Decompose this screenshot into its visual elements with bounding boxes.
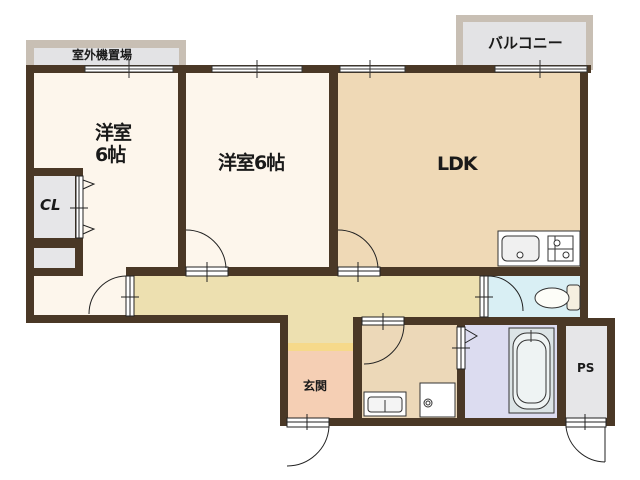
entrance-label: 玄関 [303,379,328,393]
outdoor-unit-space-label: 室外機置場 [72,48,133,62]
kitchen-counter [497,230,581,267]
windows [84,60,588,78]
ps-floor [566,325,608,418]
bedroom1-label-line1: 洋室 [95,122,132,144]
hallway-stem-floor [287,310,353,344]
doors [70,175,607,467]
washroom-fixtures [363,382,456,418]
closet-lower-floor [33,248,75,268]
balcony-label: バルコニー [488,34,563,52]
ps-label: PS [577,361,595,375]
bathtub-icon [508,327,555,414]
balcony [456,15,593,70]
toilet-icon [534,284,581,311]
kitchen-sink-icon [501,235,540,262]
entrance-floor [287,351,353,418]
entrance-step [287,343,353,351]
bedroom1-label-line2: 6帖 [95,144,126,166]
ldk-label: LDK [437,153,478,175]
closet-floor [33,175,75,238]
closet-label: CL [40,196,61,214]
bedroom2-floor [186,73,329,267]
bedroom2-label: 洋室6帖 [218,152,285,174]
